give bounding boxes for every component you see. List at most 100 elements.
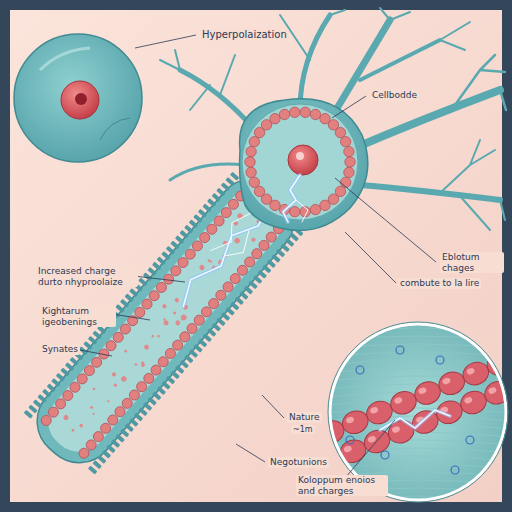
ion-bead <box>310 109 320 119</box>
myelin-rib <box>120 299 129 308</box>
callout-label: Negotunions <box>268 457 329 468</box>
ion-bead <box>290 107 300 117</box>
cell-highlight <box>391 425 401 434</box>
myelin-rib <box>202 204 211 213</box>
cell-highlight <box>369 406 379 415</box>
myelin-rib <box>102 450 111 459</box>
myelin-rib <box>138 407 147 416</box>
myelin-rib <box>175 235 184 244</box>
cell-highlight <box>488 386 498 395</box>
tissue-texture <box>325 328 510 333</box>
ion-dot <box>173 311 177 315</box>
ion-dot <box>198 264 205 271</box>
myelin-rib <box>97 455 106 464</box>
ion-bead <box>270 113 280 123</box>
myelin-rib <box>212 193 221 202</box>
myelin-rib <box>152 391 161 400</box>
cell-highlight <box>442 377 452 386</box>
ion-dot <box>174 319 181 326</box>
myelin-rib <box>115 304 124 313</box>
myelin-rib <box>230 301 239 310</box>
callout-label: Increased charge durto nhyproolaize <box>36 266 138 287</box>
ion-bead <box>300 107 310 117</box>
ion-dot <box>107 400 110 403</box>
myelin-rib <box>70 357 79 366</box>
myelin-rib <box>280 243 289 252</box>
myelin-rib <box>285 238 294 247</box>
myelin-rib <box>203 333 212 342</box>
callout-label: Nature <box>287 412 322 423</box>
leader-lines <box>80 35 436 478</box>
myelin-rib <box>253 275 262 284</box>
myelin-rib <box>88 336 97 345</box>
ion-dot <box>113 383 118 388</box>
ion-bead <box>340 136 350 146</box>
cell-highlight <box>393 396 403 405</box>
myelin-rib <box>230 172 239 181</box>
callout-label: Hyperpolaization <box>200 29 289 41</box>
myelin-rib <box>129 418 138 427</box>
ion-bead <box>77 446 91 460</box>
myelin-rib <box>157 386 166 395</box>
callout-label: ~1m <box>291 425 315 434</box>
dendrites <box>160 8 506 230</box>
myelin-rib <box>47 383 56 392</box>
myelin-rib <box>184 225 193 234</box>
myelin-rib <box>161 381 170 390</box>
cell-highlight <box>343 445 353 454</box>
myelin-rib <box>225 307 234 316</box>
ion-bead <box>39 413 53 427</box>
ion-dot <box>111 372 117 378</box>
myelin-rib <box>184 354 193 363</box>
myelin-rib <box>60 368 69 377</box>
ion-bead <box>345 157 355 167</box>
ion-dot <box>134 363 138 367</box>
myelin-rib <box>239 291 248 300</box>
tissue-texture <box>325 344 510 349</box>
myelin-rib <box>93 460 102 469</box>
myelin-rib <box>207 328 216 337</box>
myelin-rib <box>143 272 152 281</box>
ion-bead <box>310 204 320 214</box>
myelin-rib <box>120 428 129 437</box>
ion-bead <box>320 200 330 210</box>
myelin-rib <box>83 341 92 350</box>
callout-label: Cellbodde <box>370 90 419 101</box>
cell-highlight <box>418 387 428 396</box>
ion-symbol <box>451 466 459 474</box>
ion-symbol <box>356 366 364 374</box>
ion-dot <box>157 334 161 338</box>
myelin-rib <box>262 264 271 273</box>
myelin-rib <box>88 466 97 475</box>
callout-label: Eblotum chages <box>440 252 504 273</box>
ion-dot <box>79 423 84 428</box>
callout-label: Synates <box>40 344 80 355</box>
myelin-rib <box>111 439 120 448</box>
callout-label: Koloppum enoios and charges <box>296 475 388 496</box>
ion-dot <box>180 313 188 321</box>
myelin-rib <box>138 278 147 287</box>
myelin-rib <box>180 360 189 369</box>
myelin-rib <box>267 259 276 268</box>
ion-symbol <box>396 346 404 354</box>
ion-bead <box>249 136 259 146</box>
ion-symbol <box>381 451 389 459</box>
myelin-rib <box>198 209 207 218</box>
ion-bead <box>249 177 259 187</box>
ion-dot <box>90 405 94 409</box>
myelin-rib <box>193 344 202 353</box>
myelin-rib <box>271 254 280 263</box>
myelin-rib <box>221 182 230 191</box>
myelin-rib <box>115 434 124 443</box>
ion-dot <box>143 344 150 351</box>
myelin-rib <box>221 312 230 321</box>
myelin-rib <box>175 365 184 374</box>
myelin-rib <box>170 370 179 379</box>
myelin-rib <box>207 198 216 207</box>
ion-bead <box>344 146 354 156</box>
ion-dot <box>161 303 167 309</box>
ion-dot <box>92 412 95 415</box>
ion-dot <box>151 334 155 338</box>
ion-dot <box>207 259 210 262</box>
